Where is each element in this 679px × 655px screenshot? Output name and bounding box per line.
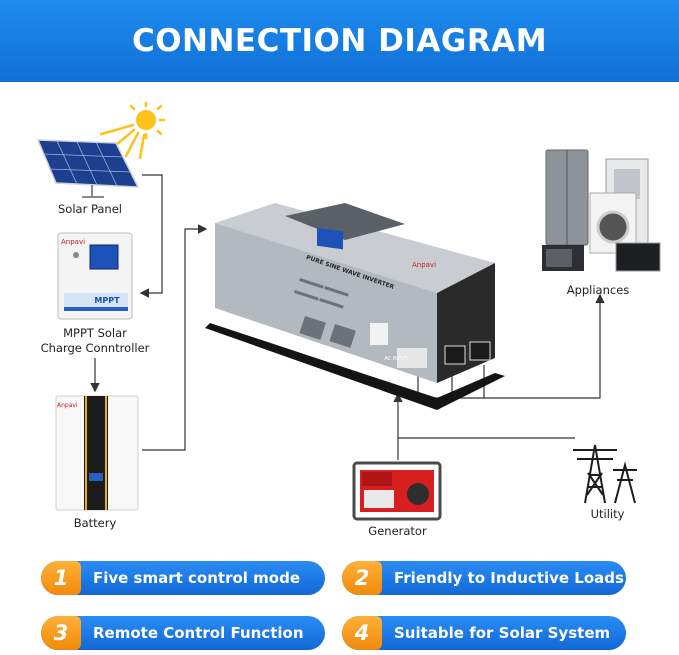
label-generator: Generator [368, 524, 427, 538]
label-utility: Utility [590, 507, 625, 521]
header-banner: CONNECTION DIAGRAM [0, 0, 679, 82]
feature-number-1: 1 [41, 561, 81, 595]
controller-brand-text: Anpavi [61, 238, 86, 246]
wire-inverter-to-appliances [417, 293, 605, 399]
sun-icon [100, 101, 166, 160]
controller-mppt-badge: MPPT [94, 296, 120, 305]
feature-pill-4: 4 Suitable for Solar System [342, 616, 626, 650]
mppt-controller-image [57, 232, 133, 320]
feature-pill-1: 1 Five smart control mode [41, 561, 325, 595]
label-battery: Battery [73, 516, 117, 530]
utility-tower-image [573, 444, 637, 504]
battery-image [55, 395, 139, 511]
inverter-image [205, 203, 505, 410]
generator-image [352, 461, 442, 521]
battery-brand-text: Anpavi [57, 402, 78, 409]
feature-label-4: Suitable for Solar System [394, 624, 611, 642]
label-appliances: Appliances [566, 283, 630, 297]
feature-number-2: 2 [342, 561, 382, 595]
label-mppt-line2: Charge Conntroller [40, 341, 150, 355]
feature-number-4: 4 [342, 616, 382, 650]
feature-number-3: 3 [41, 616, 81, 650]
label-solar-panel: Solar Panel [58, 202, 122, 216]
solar-panel-image [36, 139, 140, 198]
feature-label-1: Five smart control mode [93, 569, 300, 587]
feature-label-3: Remote Control Function [93, 624, 304, 642]
inverter-brand-badge: Anpavi [411, 261, 437, 269]
page-title: CONNECTION DIAGRAM [131, 23, 548, 59]
appliances-image [542, 149, 661, 272]
feature-label-2: Friendly to Inductive Loads [394, 569, 624, 587]
inverter-ac-input-label: AC INPUT [384, 356, 408, 362]
wire-solar-to-controller [139, 174, 163, 298]
feature-pill-3: 3 Remote Control Function [41, 616, 325, 650]
feature-pill-2: 2 Friendly to Inductive Loads [342, 561, 626, 595]
wire-battery-to-inverter [142, 224, 208, 451]
label-mppt-line1: MPPT Solar [63, 326, 127, 340]
